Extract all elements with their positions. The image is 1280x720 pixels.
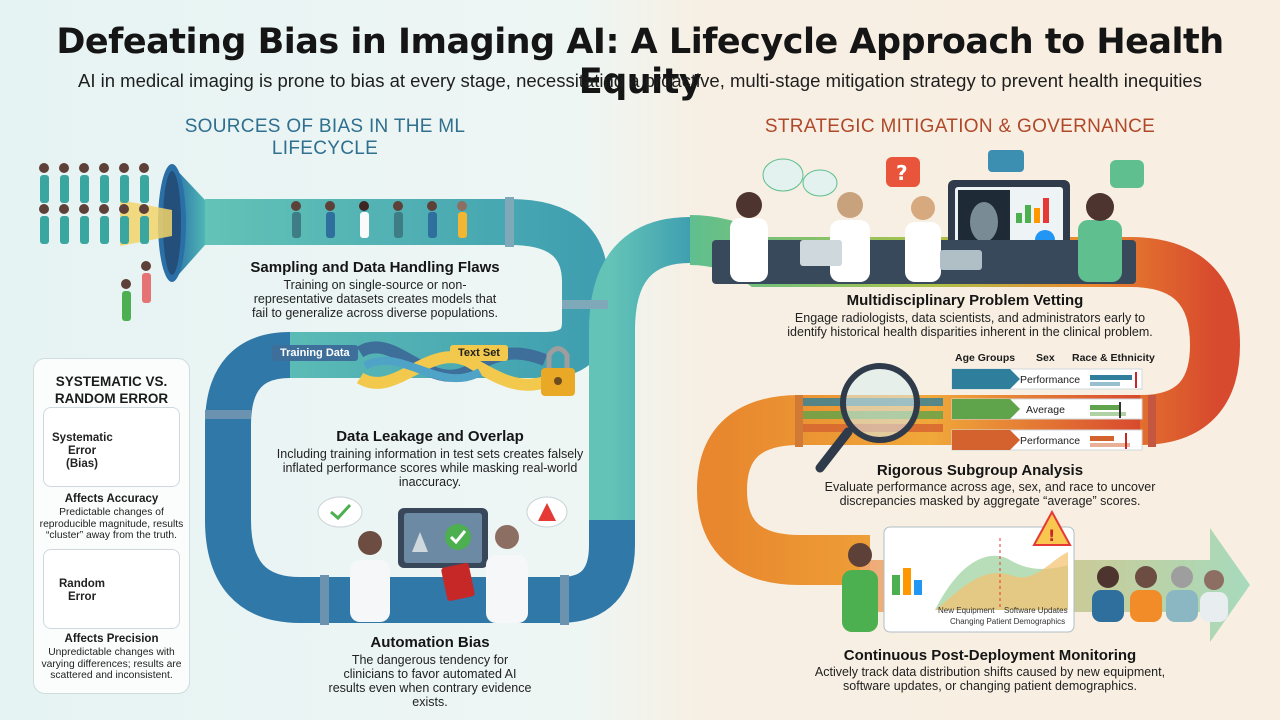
svg-text:!: ! xyxy=(1048,526,1055,545)
row-average: Average xyxy=(1026,404,1065,416)
main-subtitle: AI in medical imaging is prone to bias a… xyxy=(78,70,1202,91)
magnifier-icon xyxy=(815,363,920,473)
sampling-title: Sampling and Data Handling Flaws xyxy=(250,259,500,276)
monitor-people xyxy=(842,543,1228,632)
legend-new-equipment: New Equipment xyxy=(938,606,995,615)
monitoring-title: Continuous Post-Deployment Monitoring xyxy=(843,647,1137,664)
crowd xyxy=(39,163,151,321)
subgroup-chart xyxy=(951,368,1143,451)
test-set-tag: Text Set xyxy=(450,345,508,361)
funnel xyxy=(120,164,205,282)
accuracy-text: Predictable changes of reproducible magn… xyxy=(39,507,184,541)
random-card: Random Error xyxy=(43,549,180,629)
col-age-groups: Age Groups xyxy=(955,352,1016,364)
col-sex: Sex xyxy=(1036,352,1055,364)
subgroup-text: Evaluate performance across age, sex, an… xyxy=(824,480,1156,508)
legend-changing-demographics: Changing Patient Demographics xyxy=(950,617,1066,626)
main-title: Defeating Bias in Imaging AI: A Lifecycl… xyxy=(56,22,1224,102)
automation-text: The dangerous tendency for clinicians to… xyxy=(328,653,532,709)
automation-scene xyxy=(317,496,568,623)
subgroup-title: Rigorous Subgroup Analysis xyxy=(876,462,1084,479)
pipe-people xyxy=(291,201,467,238)
right-section-heading: STRATEGIC MITIGATION & GOVERNANCE xyxy=(764,116,1156,137)
vetting-team: ? xyxy=(712,150,1144,284)
random-label: Random Error xyxy=(59,578,105,603)
left-section-heading: SOURCES OF BIAS IN THE ML LIFECYCLE xyxy=(184,116,466,159)
legend-software-updates: Software Updates xyxy=(1004,606,1068,615)
leakage-title: Data Leakage and Overlap xyxy=(336,428,524,445)
precision-title: Affects Precision xyxy=(64,633,159,645)
row-performance-1: Performance xyxy=(1020,374,1081,386)
precision-text: Unpredictable changes with varying diffe… xyxy=(41,647,182,681)
leakage-text: Including training information in test s… xyxy=(276,447,584,489)
accuracy-title: Affects Accuracy xyxy=(64,493,159,505)
sampling-text: Training on single-source or non-represe… xyxy=(252,278,498,320)
systematic-card: Systematic Error (Bias) xyxy=(43,407,180,487)
row-performance-2: Performance xyxy=(1020,435,1081,447)
lock-icon xyxy=(541,346,575,396)
training-data-tag: Training Data xyxy=(272,345,358,361)
monitoring-text: Actively track data distribution shifts … xyxy=(814,665,1166,693)
col-race-ethnicity: Race & Ethnicity xyxy=(1072,352,1155,364)
vetting-text: Engage radiologists, data scientists, an… xyxy=(787,311,1153,339)
monitoring-board: ! xyxy=(883,509,1075,633)
svg-text:?: ? xyxy=(896,161,908,185)
error-panel-title: SYSTEMATIC VS. RANDOM ERROR xyxy=(54,374,169,406)
automation-title: Automation Bias xyxy=(370,634,490,651)
error-panel: SYSTEMATIC VS. RANDOM ERROR Systematic E… xyxy=(33,358,190,694)
vetting-title: Multidisciplinary Problem Vetting xyxy=(846,292,1084,309)
systematic-label: Systematic Error (Bias) xyxy=(52,432,113,470)
